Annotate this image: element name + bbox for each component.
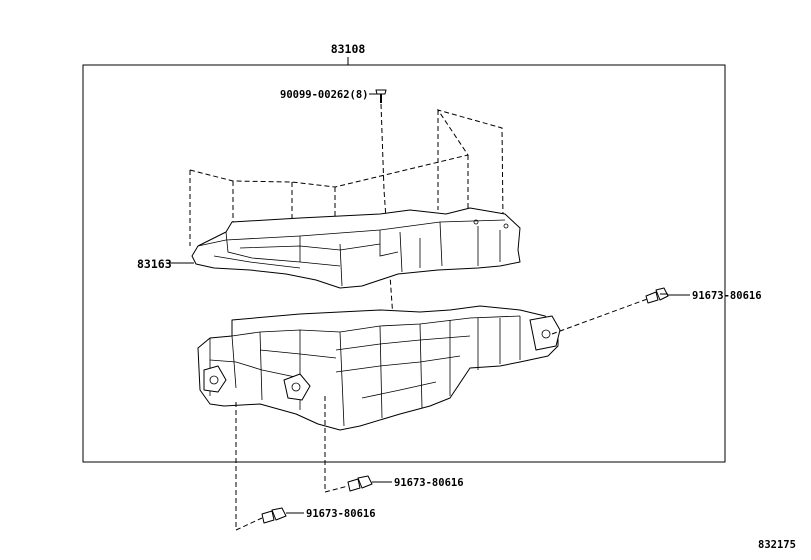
label-bolt-mid: 91673-80616 (394, 477, 464, 489)
bolt-mid-path (324, 396, 349, 493)
bolt-bottom-path (235, 402, 263, 531)
bolt-bottom-icon (261, 507, 287, 524)
diagram-code: 832175 (758, 539, 796, 551)
bolt-right-path (551, 297, 651, 335)
label-cover: 83163 (137, 257, 172, 271)
assembly-frame (82, 64, 726, 463)
screw-top-path (380, 103, 401, 381)
bolt-right-icon (645, 287, 669, 304)
label-assembly: 83108 (331, 42, 366, 56)
cover-part (191, 207, 521, 289)
label-bolt-right: 91673-80616 (692, 290, 762, 302)
label-screw-top: 90099-00262(8) (280, 89, 369, 101)
housing-part (197, 305, 561, 431)
label-bolt-bottom: 91673-80616 (306, 508, 376, 520)
bolt-mid-icon (347, 475, 373, 492)
screw-top-icon (375, 89, 387, 103)
